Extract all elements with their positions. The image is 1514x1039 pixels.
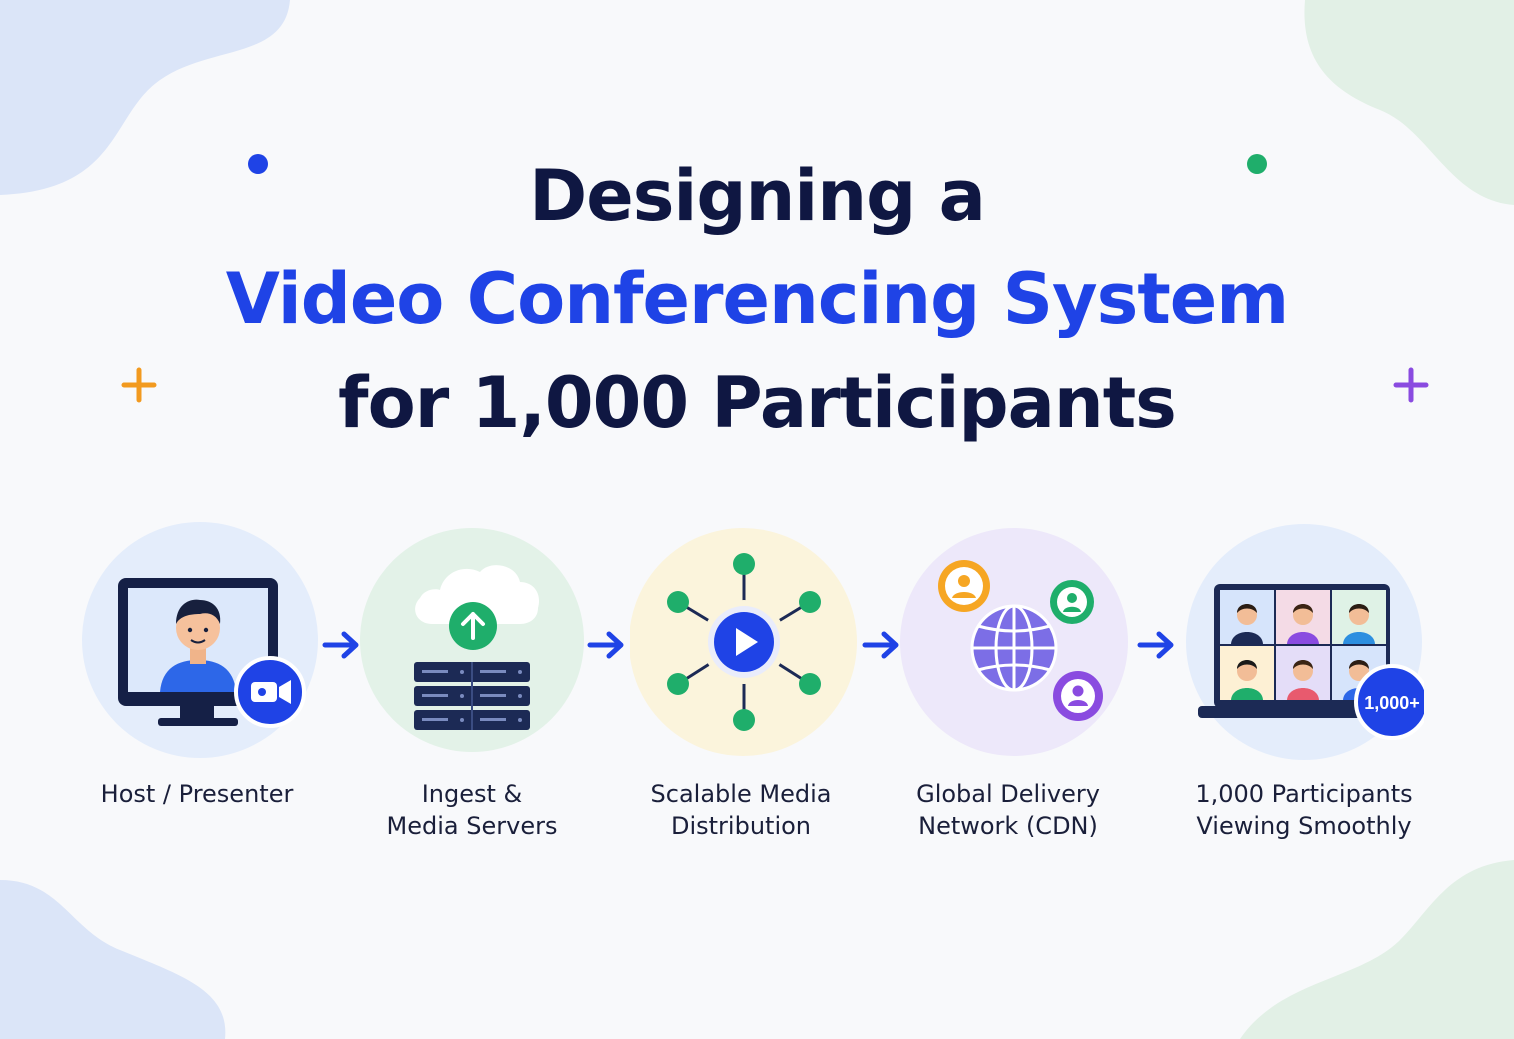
- stage-ingest-servers: [360, 520, 600, 760]
- stage-host-presenter: [80, 520, 320, 760]
- label-line-1: Scalable Media: [650, 780, 832, 808]
- green-dot: [1247, 154, 1267, 174]
- background-blob-top-right: [1304, 0, 1514, 205]
- orange-plus-icon: [121, 367, 157, 403]
- stage-label-host: Host / Presenter: [57, 778, 337, 810]
- arrow-right-icon: [587, 631, 624, 659]
- participant-tile: [1332, 590, 1386, 644]
- purple-plus-icon: [1393, 367, 1429, 403]
- participant-tile: [1220, 590, 1274, 644]
- stage-label-ingest: Ingest & Media Servers: [332, 778, 612, 842]
- label-line-1: Host / Presenter: [100, 780, 294, 808]
- stage-label-cdn: Global Delivery Network (CDN): [868, 778, 1148, 842]
- label-line-1: Ingest &: [421, 780, 523, 808]
- label-line-1: 1,000 Participants: [1195, 780, 1413, 808]
- participant-count-badge: 1,000+: [1354, 664, 1424, 740]
- background-blob-bottom-left: [0, 880, 226, 1039]
- globe-users-icon: [900, 528, 1128, 756]
- stage-label-participants: 1,000 Participants Viewing Smoothly: [1164, 778, 1444, 842]
- play-network-icon: [630, 528, 857, 756]
- background-blob-top-left: [0, 0, 290, 195]
- monitor-presenter-icon: [82, 522, 318, 758]
- badge-text: 1,000+: [1364, 693, 1420, 713]
- background-blob-bottom-right: [1240, 860, 1514, 1039]
- participant-tile: [1276, 590, 1330, 644]
- label-line-2: Distribution: [670, 812, 811, 840]
- participant-tile: [1220, 646, 1274, 700]
- stage-global-cdn: [900, 520, 1140, 760]
- participant-tile: [1276, 646, 1330, 700]
- label-line-2: Media Servers: [386, 812, 558, 840]
- blue-dot: [248, 154, 268, 174]
- label-line-2: Network (CDN): [918, 812, 1098, 840]
- label-line-1: Global Delivery: [916, 780, 1100, 808]
- title-line-3: for 1,000 Participants: [338, 362, 1177, 444]
- cloud-upload-server-icon: [360, 528, 584, 752]
- arrow-right-icon: [1137, 631, 1174, 659]
- stage-participants: 1,000+: [1184, 520, 1424, 760]
- title-line-2: Video Conferencing System: [225, 258, 1289, 340]
- arrow-right-icon: [322, 631, 359, 659]
- arrow-right-icon: [862, 631, 899, 659]
- stage-media-distribution: [630, 520, 870, 760]
- title-line-1: Designing a: [529, 155, 986, 237]
- label-line-2: Viewing Smoothly: [1196, 812, 1412, 840]
- stage-label-distribution: Scalable Media Distribution: [601, 778, 881, 842]
